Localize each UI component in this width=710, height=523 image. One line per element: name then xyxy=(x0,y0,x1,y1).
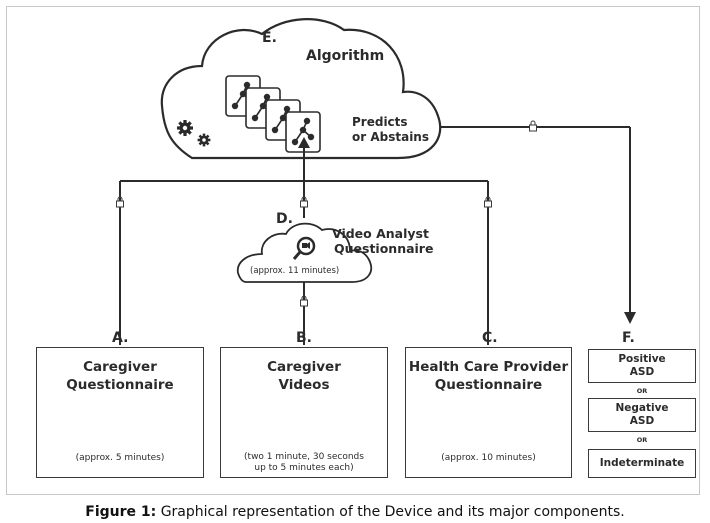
caregiver-videos-box: Caregiver Videos (two 1 minute, 30 secon… xyxy=(220,347,388,478)
box-title-line1: Caregiver xyxy=(83,359,157,375)
box-duration-line2: up to 5 minutes each) xyxy=(254,463,354,473)
box-title-line1: Caregiver xyxy=(267,359,341,375)
hcp-questionnaire-box: Health Care Provider Questionnaire (appr… xyxy=(405,347,572,478)
box-title-line1: Health Care Provider xyxy=(408,359,569,375)
positive-line1: Positive xyxy=(618,353,666,365)
or-separator-1: OR xyxy=(636,387,648,395)
algorithm-title: Algorithm xyxy=(306,48,385,64)
box-title-line2: Videos xyxy=(278,377,330,393)
negative-asd-box: Negative ASD xyxy=(588,398,696,432)
video-analyst-line1: Video Analyst xyxy=(332,226,429,241)
indeterminate-label: Indeterminate xyxy=(599,457,685,469)
algorithm-letter: E. xyxy=(262,30,277,46)
output-connector-line xyxy=(440,126,631,316)
figure-caption: Figure 1: Graphical representation of th… xyxy=(0,504,710,520)
figure-frame xyxy=(6,6,700,495)
input-connector-lines xyxy=(119,140,489,345)
arrow-head-down xyxy=(624,312,636,324)
positive-asd-box: Positive ASD xyxy=(588,349,696,383)
negative-line1: Negative xyxy=(615,402,669,414)
output-letter: F. xyxy=(622,330,635,346)
input-c-letter: C. xyxy=(482,330,498,346)
input-a-letter: A. xyxy=(112,330,129,346)
caregiver-questionnaire-box: Caregiver Questionnaire (approx. 5 minut… xyxy=(36,347,204,478)
caption-text: Graphical representation of the Device a… xyxy=(156,504,625,520)
video-analyst-line2: Questionnaire xyxy=(334,241,434,256)
caption-label: Figure 1: xyxy=(85,504,157,520)
box-title-line2: Questionnaire xyxy=(434,377,543,393)
box-duration-line1: (approx. 10 minutes) xyxy=(441,453,536,463)
arrow-head-up xyxy=(298,137,310,148)
indeterminate-box: Indeterminate xyxy=(588,449,696,478)
box-duration-line1: (two 1 minute, 30 seconds xyxy=(244,452,364,462)
video-analyst-duration: (approx. 11 minutes) xyxy=(250,266,340,276)
magnifier-video-icon xyxy=(292,236,316,260)
algorithm-cloud xyxy=(160,18,442,160)
algorithm-output-line2: or Abstains xyxy=(352,130,429,144)
input-b-letter: B. xyxy=(296,330,312,346)
video-analyst-letter: D. xyxy=(276,211,293,227)
box-title-line2: Questionnaire xyxy=(66,377,174,393)
box-duration-line1: (approx. 5 minutes) xyxy=(75,453,165,463)
positive-line2: ASD xyxy=(629,366,655,378)
negative-line2: ASD xyxy=(629,415,655,427)
or-separator-2: OR xyxy=(636,436,648,444)
algorithm-output-line1: Predicts xyxy=(352,115,408,129)
